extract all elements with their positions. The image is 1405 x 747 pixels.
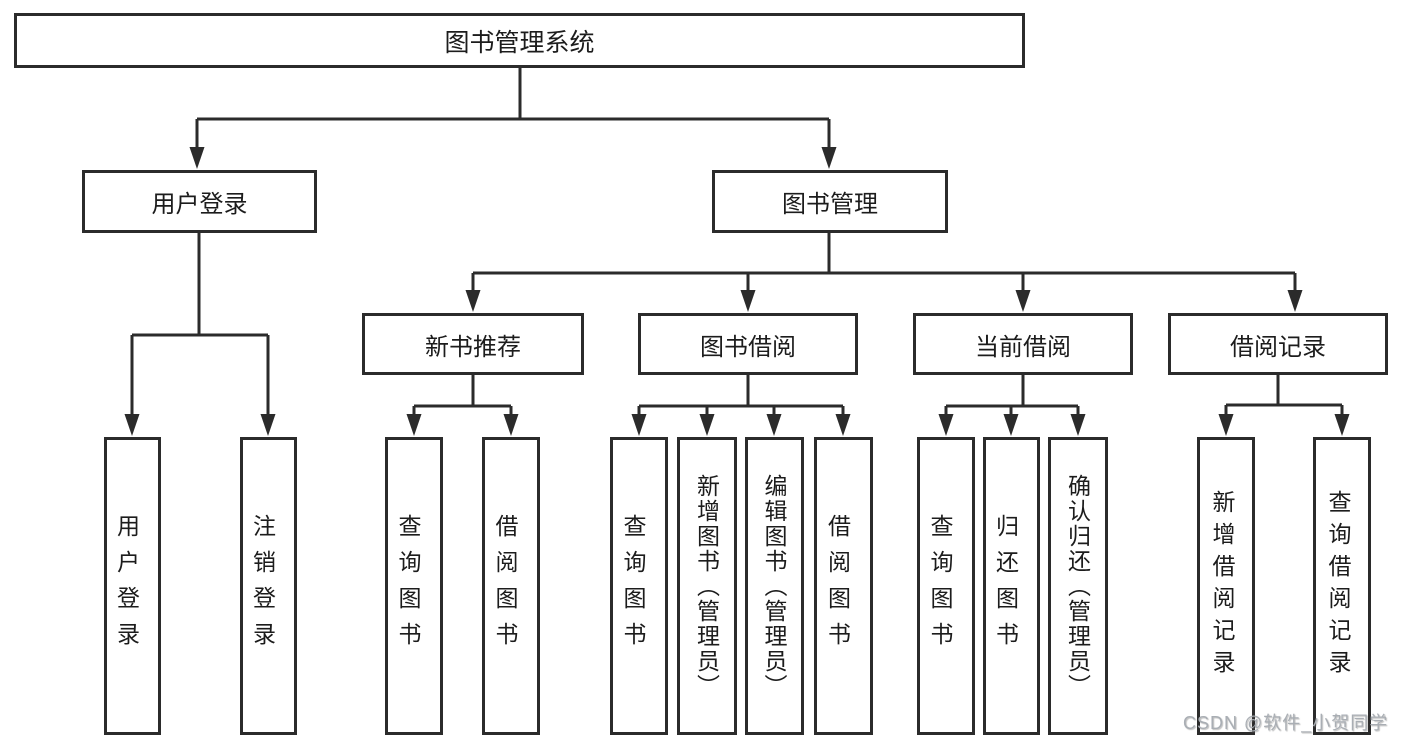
node-new-books: 新书推荐 bbox=[362, 313, 584, 375]
leaf-add-borrow-record: 新增借阅记录 bbox=[1197, 437, 1255, 735]
arrow-down-icon bbox=[1334, 414, 1350, 436]
leaf-add-books-admin: 新增图书（管理员） bbox=[677, 437, 737, 735]
node-root: 图书管理系统 bbox=[14, 13, 1025, 68]
leaf-return-books: 归还图书 bbox=[983, 437, 1040, 735]
node-borrow-records: 借阅记录 bbox=[1168, 313, 1388, 375]
node-book-mgmt-label: 图书管理 bbox=[782, 191, 878, 218]
arrow-down-icon bbox=[1015, 290, 1031, 312]
borrowing-fan-line bbox=[637, 375, 845, 414]
new-books-fan-line bbox=[412, 375, 513, 414]
arrow-down-icon bbox=[821, 147, 837, 169]
current-fan-line bbox=[944, 375, 1080, 414]
arrow-down-icon bbox=[766, 414, 782, 436]
leaf-logout: 注销登录 bbox=[240, 437, 297, 735]
node-user-login-label: 用户登录 bbox=[151, 191, 248, 218]
leaf-query-books-1: 查询图书 bbox=[385, 437, 443, 735]
leaf-borrow-books-2: 借阅图书 bbox=[814, 437, 873, 735]
arrow-down-icon bbox=[835, 414, 851, 436]
leaf-query-books-3: 查询图书 bbox=[917, 437, 975, 735]
arrow-down-icon bbox=[699, 414, 715, 436]
leaf-borrow-books-1: 借阅图书 bbox=[482, 437, 540, 735]
arrow-down-icon bbox=[740, 290, 756, 312]
arrow-down-icon bbox=[465, 290, 481, 312]
arrow-down-icon bbox=[631, 414, 647, 436]
node-borrowing: 图书借阅 bbox=[638, 313, 858, 375]
arrow-down-icon bbox=[124, 414, 140, 436]
arrow-down-icon bbox=[1287, 290, 1303, 312]
arrow-down-icon bbox=[503, 414, 519, 436]
level2-fan-line bbox=[195, 117, 831, 148]
arrowheads bbox=[124, 147, 1350, 436]
arrow-down-icon bbox=[189, 147, 205, 169]
arrow-down-icon bbox=[406, 414, 422, 436]
leaf-query-books-2: 查询图书 bbox=[610, 437, 668, 735]
node-user-login: 用户登录 bbox=[82, 170, 317, 233]
node-borrowing-label: 图书借阅 bbox=[700, 333, 796, 361]
watermark: CSDN @软件_小贺同学 bbox=[1183, 713, 1389, 733]
arrow-down-icon bbox=[1003, 414, 1019, 436]
arrow-down-icon bbox=[260, 414, 276, 436]
user-login-fan-line bbox=[130, 333, 270, 414]
arrow-down-icon bbox=[1070, 414, 1086, 436]
arrow-down-icon bbox=[938, 414, 954, 436]
leaf-query-borrow-record: 查询借阅记录 bbox=[1313, 437, 1371, 735]
node-root-label: 图书管理系统 bbox=[444, 28, 595, 57]
node-current-borrow: 当前借阅 bbox=[913, 313, 1133, 375]
node-new-books-label: 新书推荐 bbox=[425, 333, 521, 361]
node-book-mgmt: 图书管理 bbox=[712, 170, 948, 233]
leaf-confirm-return-admin: 确认归还（管理员） bbox=[1048, 437, 1108, 735]
arrow-down-icon bbox=[1218, 414, 1234, 436]
leaf-edit-books-admin: 编辑图书（管理员） bbox=[745, 437, 804, 735]
records-fan-line bbox=[1224, 375, 1344, 414]
node-borrow-records-label: 借阅记录 bbox=[1230, 333, 1326, 361]
node-current-borrow-label: 当前借阅 bbox=[975, 333, 1071, 361]
leaf-user-login: 用户登录 bbox=[104, 437, 161, 735]
level3-fan-line bbox=[471, 271, 1297, 291]
